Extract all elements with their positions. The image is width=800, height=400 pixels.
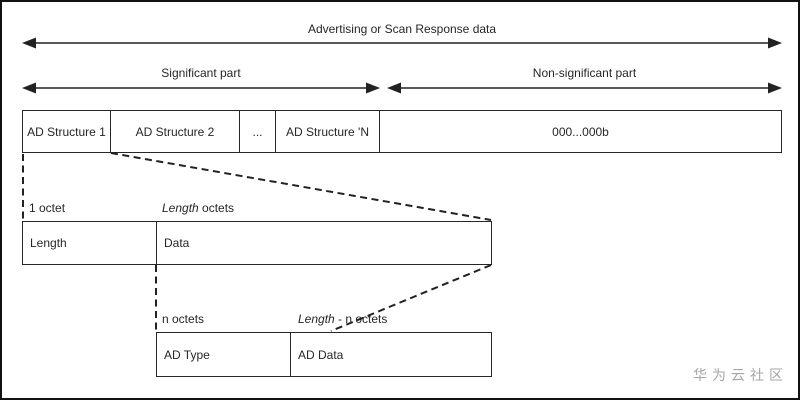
length-octets-label-italic: Length — [162, 201, 199, 215]
significant-part-label: Significant part — [161, 66, 241, 80]
ad-structure-n-box: AD Structure 'N — [275, 110, 380, 153]
ad-data-box: AD Data — [290, 332, 492, 377]
watermark-huawei-cloud-community: 华为云社区 — [693, 367, 788, 383]
ad-type-box: AD Type — [156, 332, 291, 377]
ad-structure-ellipsis-box: ... — [239, 110, 276, 153]
ad-structure-1-box: AD Structure 1 — [22, 110, 111, 153]
data-box: Data — [156, 221, 492, 265]
non-significant-part-arrow — [387, 82, 782, 94]
one-octet-label: 1 octet — [29, 201, 66, 215]
length-minus-n-octets-label: Length - n octets — [298, 312, 387, 326]
ad-structure-2-box: AD Structure 2 — [110, 110, 240, 153]
length-octets-label: Length octets — [162, 201, 234, 215]
non-significant-part-label: Non-significant part — [532, 66, 637, 80]
significant-part-arrow — [22, 82, 380, 94]
zero-padding-box: 000...000b — [379, 110, 782, 153]
length-minus-n-label-rest: - n octets — [334, 312, 388, 326]
length-octets-label-rest: octets — [198, 201, 235, 215]
full-span-arrow — [22, 37, 782, 49]
length-box: Length — [22, 221, 157, 265]
n-octets-label: n octets — [162, 312, 205, 326]
diagram-title: Advertising or Scan Response data — [307, 22, 497, 36]
length-minus-n-label-italic: Length — [298, 312, 335, 326]
